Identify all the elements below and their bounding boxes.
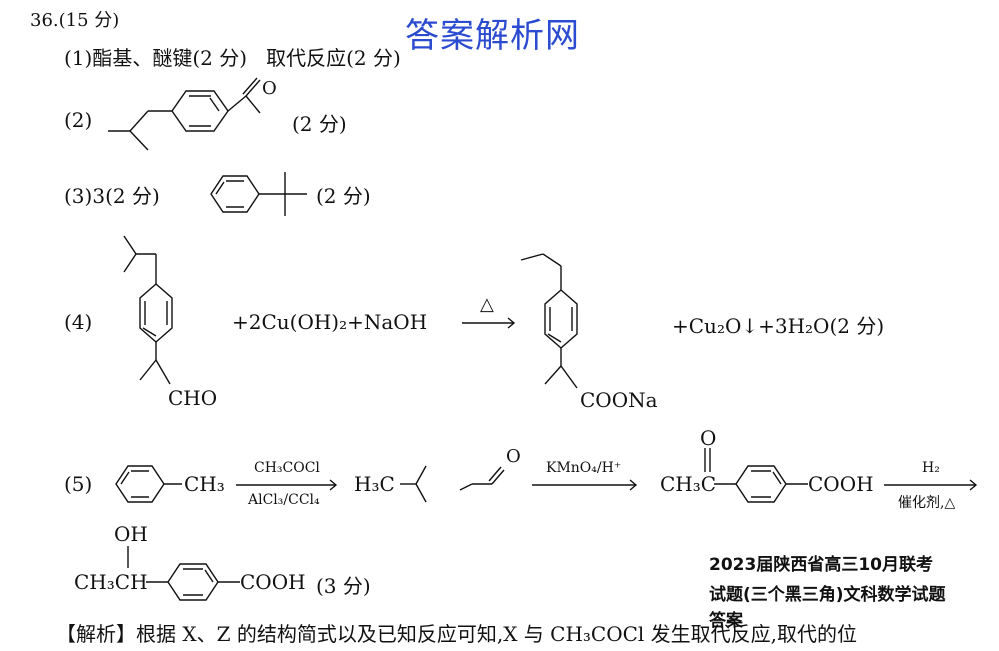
final-score: (3 分) — [316, 574, 371, 598]
acyl-double-bond — [704, 448, 711, 472]
explanation-text: 【解析】根据 X、Z 的结构简式以及已知反应可知,X 与 CH₃COCl 发生取… — [56, 622, 858, 646]
structure-2 — [108, 77, 261, 151]
answer-3-text: 3(2 分) — [92, 184, 160, 208]
answer-2-label: (2) — [64, 108, 93, 132]
final-oh-bond — [127, 546, 129, 568]
side-note-line-3: 答案 — [709, 611, 743, 631]
step1-catalyst: AlCl₃/CCl₄ — [248, 492, 320, 508]
reagents: +2Cu(OH)₂+NaOH — [232, 310, 428, 334]
step3-reagent: H₂ — [922, 460, 940, 476]
step2-reagent-text: KMnO₄/H⁺ — [546, 460, 622, 476]
watermark-text: 答案解析网 — [405, 16, 580, 56]
benzoic-ring — [714, 465, 808, 503]
product-group: COONa — [580, 388, 658, 412]
step3-catalyst: 催化剂,△ — [898, 495, 956, 511]
answer-4-label: (4) — [64, 310, 93, 334]
reactant-group: CHO — [168, 386, 218, 410]
acyl-methyl: CH₃C — [660, 472, 717, 496]
side-note-line-2: 试题(三个黑三角)文科数学试题 — [709, 585, 946, 605]
final-ring — [146, 563, 240, 601]
reaction-arrow-step2 — [532, 479, 638, 491]
step2-reagent: KMnO₄/H⁺ — [546, 460, 621, 476]
intermediate-oxygen: O — [506, 446, 521, 467]
reaction-arrow-4 — [462, 317, 516, 329]
answer-2-score: (2 分) — [292, 112, 347, 136]
toluene-structure — [115, 465, 182, 503]
byproducts: +Cu₂O↓+3H₂O(2 分) — [672, 314, 885, 338]
final-hydroxyl: OH — [114, 522, 148, 546]
answer-1: (1)酯基、醚键(2 分) 取代反应(2 分) — [64, 42, 401, 71]
reaction-arrow-step1 — [236, 479, 338, 491]
acyl-oxygen: O — [700, 426, 717, 450]
answer-5-label: (5) — [64, 472, 93, 496]
intermediate-methyl: H₃C — [354, 472, 395, 496]
side-note-line-1: 2023届陕西省高三10月联考 — [709, 555, 933, 575]
step1-reagent: CH₃COCl — [254, 460, 320, 476]
structure-4-product — [520, 253, 578, 389]
structure-4-reactant — [123, 235, 173, 385]
toluene-methyl: CH₃ — [184, 472, 225, 496]
question-points: (15 分) — [58, 10, 120, 31]
answer-1-text: 酯基、醚键(2 分) — [92, 46, 248, 70]
answer-1-label: (1) — [64, 46, 93, 70]
answer-3-label: (3) — [64, 184, 93, 208]
condition-symbol: △ — [480, 294, 494, 315]
answer-1-text-2: 取代反应(2 分) — [266, 46, 401, 70]
question-number-text: 36. — [30, 10, 59, 31]
intermediate-structure — [400, 465, 505, 503]
final-left-group: CH₃CH — [74, 570, 148, 594]
answer-3-score: (2 分) — [316, 184, 371, 208]
question-number: 36.(15 分) — [30, 6, 119, 32]
answer-2-oxygen: O — [262, 78, 277, 99]
final-acid-group: COOH — [240, 570, 306, 594]
reaction-arrow-step3 — [884, 479, 978, 491]
acid-group: COOH — [808, 472, 874, 496]
structure-3 — [210, 172, 307, 216]
answer-3: (3)3(2 分) — [64, 180, 160, 209]
